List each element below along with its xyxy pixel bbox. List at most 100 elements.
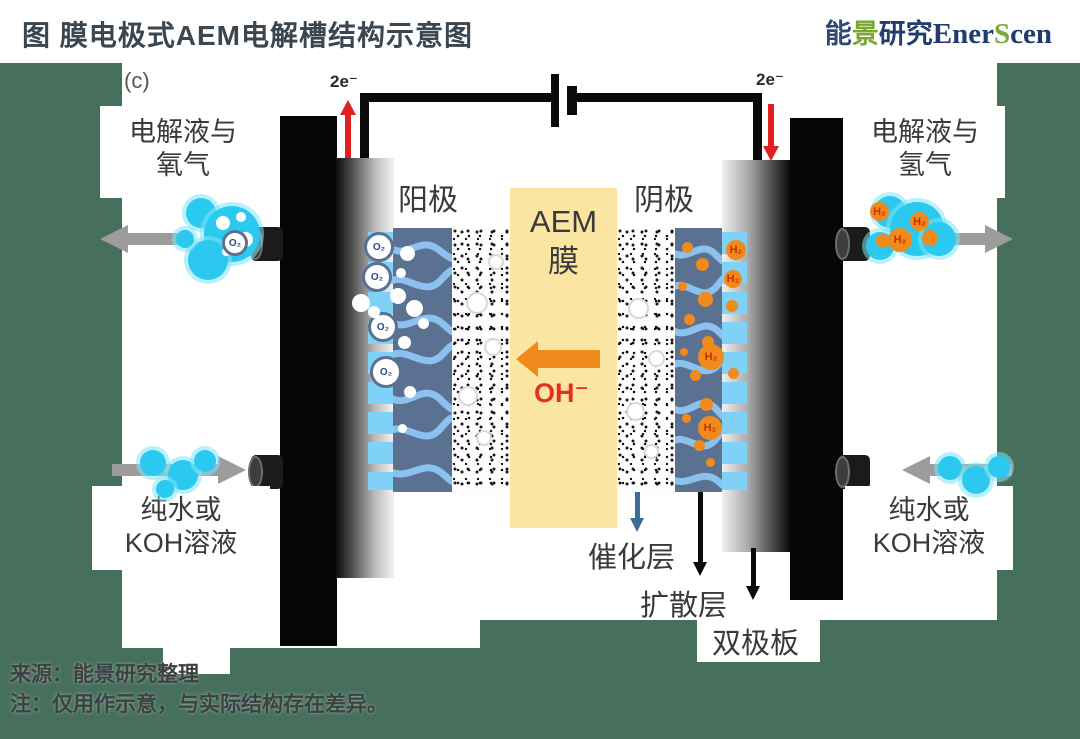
bipolar-arrow-head: [746, 586, 760, 600]
diagram-canvas-tab-small: [163, 648, 230, 674]
stream-label-water-left: 纯水或 KOH溶液: [92, 486, 270, 570]
anode-label: 阳极: [398, 184, 458, 217]
stream-label-hydrogen: 电解液与 氢气: [845, 106, 1005, 198]
stream-label-water-right-line1: 纯水或: [888, 495, 970, 525]
gas-void: [468, 294, 486, 312]
gas-void: [478, 432, 490, 444]
port-right-top: [835, 227, 870, 261]
port-right-bottom: [835, 455, 870, 489]
water-bubble: [938, 456, 962, 480]
electron-arrow-right-head: [763, 146, 779, 161]
panel-tag: (c): [124, 68, 150, 93]
hydrogen-dot: [728, 368, 739, 379]
h2-molecule: H₂: [888, 228, 912, 252]
water-bubble: [962, 466, 990, 494]
oxygen-out-arrow-shaft: [128, 233, 186, 245]
o2-text: O₂: [376, 321, 390, 333]
hydrogen-dot: [696, 258, 709, 271]
hydrogen-dot: [694, 440, 705, 451]
circuit-wire-top-right: [577, 93, 762, 102]
o2-molecule: O₂: [222, 230, 248, 256]
water-bubble: [156, 480, 174, 498]
hydrogen-dot: [690, 370, 701, 381]
disclaimer-note: 注：仅用作示意，与实际结构存在差异。: [10, 693, 388, 716]
water-bubble: [140, 450, 166, 476]
electron-arrow-left-shaft: [345, 114, 351, 158]
gas-void: [460, 388, 476, 404]
diffusion-layer-anode: [393, 228, 452, 492]
battery-long-plate: [551, 74, 559, 127]
gas-void: [646, 446, 657, 457]
oxygen-out-arrow-head: [100, 225, 128, 253]
logo-en-part1: Ener: [932, 18, 994, 50]
hydrogen-dot: [922, 230, 938, 246]
bipolar-plate-left: [280, 116, 337, 646]
logo-en-part2: S: [993, 18, 1011, 50]
bipolar-plate-right: [790, 118, 843, 600]
gas-void: [628, 404, 643, 419]
gas-void: [490, 256, 502, 268]
h2-molecule: H₂: [726, 240, 746, 260]
brand-logo: 能景研究EnerScen: [825, 12, 1052, 51]
electron-label-right: 2e⁻: [756, 70, 784, 89]
h2-molecule: H₂: [698, 416, 722, 440]
stream-label-water-right: 纯水或 KOH溶液: [845, 486, 1013, 570]
gas-void: [630, 300, 647, 317]
gas-void: [398, 336, 411, 349]
h2-text: H₂: [726, 273, 740, 285]
h2-molecule: H₂: [698, 344, 724, 370]
bipolar-plate-label: 双极板: [712, 628, 800, 660]
h2-molecule: H₂: [910, 212, 929, 231]
o2-text: O₂: [379, 366, 393, 378]
membrane-label-line2: 膜: [548, 244, 579, 279]
stream-label-hydrogen-line1: 电解液与: [871, 117, 979, 147]
diffusion-arrow-head: [693, 562, 707, 576]
logo-cn-chars: 研究: [878, 19, 933, 49]
logo-cn-char2: 景: [851, 19, 879, 49]
hydrogen-dot: [700, 398, 713, 411]
gas-void: [236, 212, 246, 222]
water-in-arrow-left-head: [218, 456, 246, 484]
oh-ion-label: OH⁻: [534, 378, 589, 408]
electron-label-left: 2e⁻: [330, 72, 358, 91]
catalyst-layer-label: 催化层: [588, 542, 676, 574]
stream-label-water-right-line2: KOH溶液: [872, 528, 986, 558]
hydrogen-dot: [682, 242, 693, 253]
catalyst-arrow-shaft: [635, 492, 640, 518]
logo-en-part3: cen: [1010, 18, 1052, 50]
o2-molecule: O₂: [362, 262, 392, 292]
stream-label-oxygen-line2: 氧气: [156, 150, 210, 180]
hydrogen-dot: [706, 458, 715, 467]
circuit-wire-top-left: [369, 93, 553, 102]
water-bubble: [194, 450, 216, 472]
port-left-bottom: [248, 455, 283, 489]
h2-text: H₂: [729, 244, 743, 256]
cathode-label: 阴极: [634, 184, 694, 217]
catalyst-layer-anode: [452, 228, 510, 492]
bipolar-arrow-shaft: [751, 548, 756, 586]
o2-text: O₂: [228, 237, 242, 249]
stream-label-hydrogen-line2: 氢气: [898, 150, 952, 180]
h2-text: H₂: [873, 205, 886, 218]
stream-label-water-left-line2: KOH溶液: [124, 528, 238, 558]
hydrogen-dot: [684, 314, 695, 325]
stream-label-water-left-line1: 纯水或: [140, 495, 222, 525]
figure-title: 图 膜电极式AEM电解槽结构示意图: [22, 20, 474, 51]
hydrogen-dot: [726, 300, 738, 312]
o2-text: O₂: [372, 241, 386, 253]
diffusion-arrow-shaft: [698, 492, 703, 562]
source-note: 来源：能景研究整理: [10, 663, 199, 686]
gas-void: [486, 340, 500, 354]
oh-arrow-head: [516, 341, 538, 377]
stream-label-oxygen-line1: 电解液与: [129, 117, 237, 147]
gas-void: [650, 352, 663, 365]
gas-void: [406, 300, 423, 317]
hydrogen-dot: [678, 282, 687, 291]
electron-arrow-right-shaft: [768, 104, 774, 146]
hydrogen-dot: [680, 348, 688, 356]
gas-void: [404, 386, 416, 398]
h2-molecule: H₂: [724, 270, 742, 288]
hydrogen-dot: [698, 292, 713, 307]
hydrogen-dot: [876, 234, 890, 248]
